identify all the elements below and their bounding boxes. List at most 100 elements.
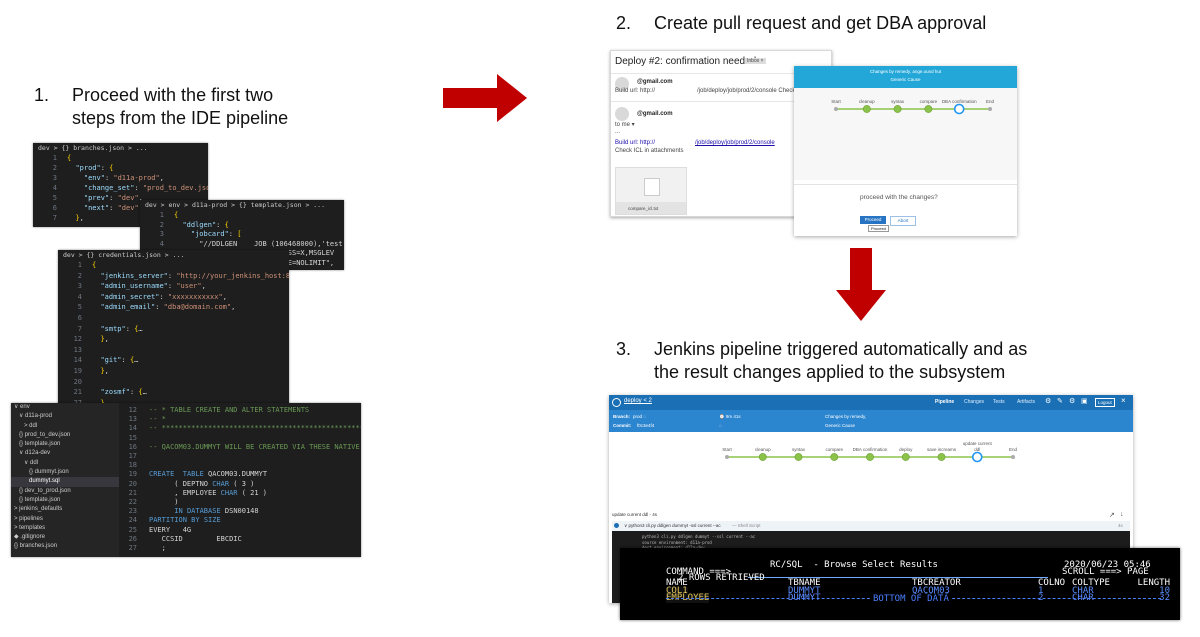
step-number: 3. xyxy=(616,339,632,359)
to-me[interactable]: to me ▾ xyxy=(615,122,635,128)
build-url-path: /job/deploy/job/prod/2/console Check ICL xyxy=(697,88,807,94)
proceed-button[interactable]: Proceed xyxy=(860,216,886,224)
stage-node[interactable] xyxy=(862,105,871,113)
bottom-of-data: BOTTOM OF DATA xyxy=(870,594,952,604)
stage-label: End xyxy=(1009,447,1018,452)
code-line: } xyxy=(92,399,104,408)
column-header: TBNAME xyxy=(788,578,821,588)
explorer-item[interactable]: ∨ d12a-dev xyxy=(19,450,51,457)
stage-node[interactable] xyxy=(866,453,874,461)
line-number: 18 xyxy=(128,461,137,470)
explorer-item[interactable]: ∨ ddl xyxy=(24,459,39,466)
result-cell: CHAR xyxy=(1072,586,1094,596)
line-number: 19 xyxy=(73,367,82,375)
stage-label: ddl xyxy=(974,447,980,452)
attachment-name: compare_icl.txt xyxy=(628,206,659,211)
explorer-item[interactable]: dummyt.sql xyxy=(11,477,119,487)
log-line: dest environment: d12a-dev xyxy=(642,545,705,550)
stage-node[interactable] xyxy=(937,453,946,461)
tab-tests[interactable]: Tests xyxy=(993,399,1005,405)
stage-label: DBA confirmation xyxy=(942,99,977,104)
explorer-item[interactable]: {} branches.json xyxy=(14,543,58,550)
line-number: 25 xyxy=(128,525,137,534)
explorer-item[interactable]: ∨ d11a-prod xyxy=(19,413,52,420)
line-number: 12 xyxy=(128,406,137,414)
sender-email: @gmail.com xyxy=(637,111,673,117)
step-title: update current ddl - 4s xyxy=(612,512,658,517)
line-number: 17 xyxy=(128,452,137,460)
stage-label: compare xyxy=(825,447,843,452)
stage-current-node[interactable] xyxy=(953,103,965,115)
explorer-item[interactable]: {} template.json xyxy=(19,441,61,448)
line-number: 3 xyxy=(159,230,164,238)
explorer-item[interactable]: > jenkins_defaults xyxy=(14,506,63,513)
stage-current-node[interactable] xyxy=(971,451,983,463)
column-header: COLTYPE xyxy=(1072,578,1110,588)
explorer-item[interactable]: {} dev_to_prod.json xyxy=(19,487,71,494)
external-link-icon[interactable]: ↗ xyxy=(1109,512,1115,519)
approval-window: Changes by remedy, ange.ound hut Generic… xyxy=(794,66,1017,236)
gear-icon[interactable]: ⚙ xyxy=(1069,398,1076,405)
code-line: CLASS=X,MSGLEV xyxy=(275,249,335,257)
approval-question: proceed with the changes? xyxy=(860,194,938,201)
inbox-badge[interactable]: Inbox × xyxy=(745,58,766,64)
document-icon xyxy=(644,178,660,196)
line-number: 3 xyxy=(77,282,82,291)
result-cell: COL1 xyxy=(666,586,688,596)
stage-label: Start xyxy=(831,99,841,104)
stage-node[interactable] xyxy=(901,453,910,461)
duration: ⌚ 9m 41s xyxy=(719,414,741,419)
explorer-item[interactable]: > templates xyxy=(14,524,46,531)
explorer-item[interactable]: > ddl xyxy=(24,422,38,429)
stage-label: deploy xyxy=(899,447,913,452)
result-cell: DUMMYT xyxy=(788,586,821,596)
logout-button[interactable]: Logout xyxy=(1095,398,1115,407)
line-number: 14 xyxy=(73,356,82,365)
command-input[interactable] xyxy=(748,577,1048,578)
log-step-row[interactable]: ∨ python3 cli.py ddlgen dummyt -ssl curr… xyxy=(612,521,1130,531)
step-2-caption: 2. Create pull request and get DBA appro… xyxy=(616,12,1076,36)
close-icon[interactable]: × xyxy=(1121,396,1126,405)
tab-artifacts[interactable]: Artifacts xyxy=(1017,399,1036,405)
explorer-item[interactable]: ◆ .gitignore xyxy=(14,534,45,541)
code-line: -- * TABLE CREATE AND ALTER STATEMENTS xyxy=(149,406,310,414)
jenkins-title[interactable]: deploy < 2 xyxy=(624,398,652,404)
approval-title: Changes by remedy, ange.ound hut xyxy=(869,69,942,74)
abort-button[interactable]: Abort xyxy=(890,216,916,226)
scroll-text: SCROLL ===> PAGE xyxy=(1062,567,1149,577)
line-number: 6 xyxy=(77,314,82,322)
stage-endpoint xyxy=(834,107,838,111)
commit-label: Commit: xyxy=(613,423,632,428)
code-line: PARTITION BY SIZE xyxy=(149,516,221,525)
window-icon[interactable]: ▣ xyxy=(1081,398,1088,405)
explorer-item[interactable]: > pipelines xyxy=(14,515,43,522)
explorer-item[interactable]: {} dummyt.json xyxy=(29,469,69,476)
stage-node[interactable] xyxy=(758,453,767,461)
build-url-link-path[interactable]: /job/deploy/job/prod/2/console xyxy=(695,140,775,146)
stage-node[interactable] xyxy=(830,453,839,461)
stage-label: DBA confirmation xyxy=(853,447,888,452)
stage-node[interactable] xyxy=(794,453,803,461)
explorer-item[interactable]: {} prod_to_dev.json xyxy=(19,431,71,438)
tab-changes[interactable]: Changes xyxy=(964,399,985,405)
approval-cause: Generic Cause xyxy=(890,77,921,82)
stage-node[interactable] xyxy=(893,105,902,113)
stage-node[interactable] xyxy=(924,105,933,113)
step-text-line1: Jenkins pipeline triggered automatically… xyxy=(654,339,1028,359)
explorer-item[interactable]: ∨ env xyxy=(14,404,30,410)
line-number: 13 xyxy=(128,415,137,424)
explorer-item[interactable]: {} template.json xyxy=(19,496,61,503)
code-line: , EMPLOYEE CHAR ( 21 ) xyxy=(149,488,268,497)
attachment-card[interactable]: compare_icl.txt xyxy=(615,167,687,215)
stage-label: compare xyxy=(920,99,938,104)
download-icon[interactable]: ↓ xyxy=(1120,511,1124,518)
sql-editor-window: ∨ env ∨ d11a-prod > ddl {} prod_to_dev.json… xyxy=(11,403,361,557)
settings-icon[interactable]: ⚙ xyxy=(1045,398,1052,405)
tab-pipeline[interactable]: Pipeline xyxy=(935,399,955,405)
line-number: 7 xyxy=(77,324,82,333)
build-url-link[interactable]: Build url: http:// xyxy=(615,140,656,146)
log-line: python3 cli.py ddlgen dummyt --ssl curre… xyxy=(642,534,756,539)
stage-endpoint xyxy=(1011,455,1015,459)
edit-icon[interactable]: ✎ xyxy=(1057,398,1063,405)
